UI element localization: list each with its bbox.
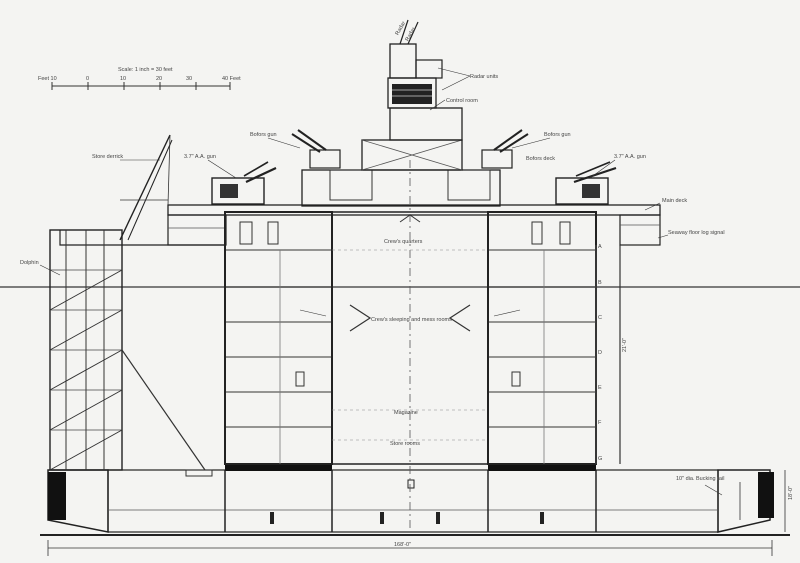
deck-letter-b: B	[598, 280, 602, 286]
label-sleeping-quarters: Crew's sleeping and mess rooms	[371, 317, 452, 323]
store-derrick	[119, 134, 173, 241]
leader-lines	[39, 67, 723, 496]
left-tower	[224, 211, 333, 465]
deck-letter-f: F	[598, 420, 602, 426]
dolphin-structure	[49, 229, 213, 477]
left-bofors-gun	[291, 129, 341, 169]
scale-tick-2: 10	[120, 76, 126, 82]
label-aa-gun-right: 3.7" A.A. gun	[614, 154, 646, 160]
scale-bar: Scale: 1 inch = 30 feet Feet 10 0 10 20 …	[38, 67, 241, 90]
label-crew-quarters: Crew's quarters	[384, 239, 423, 245]
label-depth: 18'-0"	[788, 486, 794, 500]
label-radar-2: Radar	[405, 26, 418, 42]
label-bofors-gun-right: Bofors gun	[544, 132, 571, 138]
label-radar-units: Radar units	[470, 74, 498, 80]
central-bay	[331, 160, 489, 530]
label-control-room: Control room	[446, 98, 478, 104]
label-main-deck: Main deck	[662, 198, 687, 204]
label-height: 21'-0"	[622, 338, 628, 352]
scale-tick-4: 30	[186, 76, 192, 82]
deck-letter-a: A	[598, 244, 602, 250]
label-aa-gun-left: 3.7" A.A. gun	[184, 154, 216, 160]
label-bofors-deck: Bofors deck	[526, 156, 555, 162]
left-aa-gun	[211, 161, 277, 205]
deck-letter-e: E	[598, 385, 602, 391]
deck-letter-c: C	[598, 315, 602, 321]
scale-bar-title: Scale: 1 inch = 30 feet	[118, 67, 173, 73]
right-aa-gun	[555, 161, 617, 205]
main-deck-platform	[59, 204, 661, 246]
superstructure	[301, 19, 501, 207]
scale-tick-1: 0	[86, 76, 89, 82]
scale-tick-0: Feet 10	[38, 76, 57, 82]
seabed-base	[40, 463, 790, 536]
label-bofors-gun-left: Bofors gun	[250, 132, 277, 138]
label-seaway-floor: Seaway floor log signal	[668, 230, 725, 236]
right-bofors-gun	[481, 129, 529, 169]
dimension-lines	[47, 245, 786, 556]
label-magazine: Magazine	[394, 410, 418, 416]
scale-tick-5: 40 Feet	[222, 76, 241, 82]
scale-tick-3: 20	[156, 76, 162, 82]
label-store-derrick: Store derrick	[92, 154, 123, 160]
label-dolphin: Dolphin	[20, 260, 39, 266]
label-bucking-rails: 10" dia. Bucking rail	[676, 476, 724, 482]
deck-letter-d: D	[598, 350, 602, 356]
label-store-rooms: Store rooms	[390, 441, 420, 447]
label-width: 168'-0"	[394, 542, 411, 548]
deck-letter-g: G	[598, 456, 602, 462]
